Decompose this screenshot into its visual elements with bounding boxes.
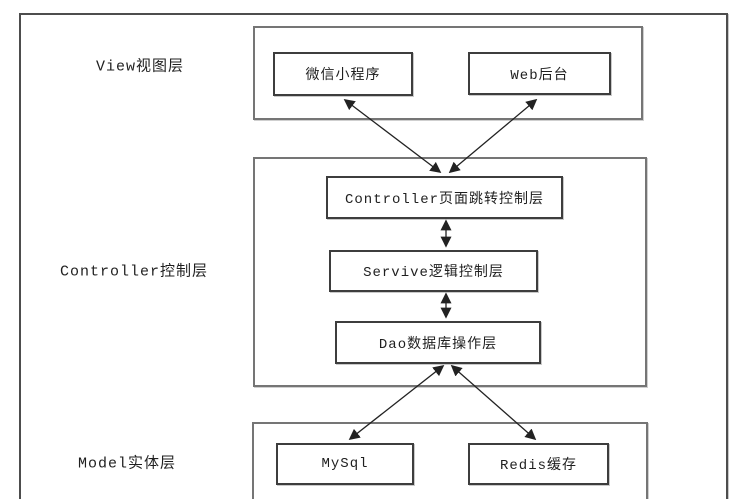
layer-label-model: Model实体层 [77, 455, 177, 473]
node-mysql: MySql [276, 443, 414, 485]
node-service-logic-layer: Servive逻辑控制层 [329, 250, 538, 292]
node-dao-database-layer: Dao数据库操作层 [335, 321, 541, 364]
outer-frame [19, 13, 728, 499]
node-wechat-miniprogram: 微信小程序 [273, 52, 413, 96]
node-controller-page-jump-layer: Controller页面跳转控制层 [326, 176, 563, 219]
node-web-backend: Web后台 [468, 52, 611, 95]
node-redis-cache: Redis缓存 [468, 443, 609, 485]
layer-label-controller: Controller控制层 [59, 263, 209, 281]
layer-label-view: View视图层 [95, 58, 185, 76]
